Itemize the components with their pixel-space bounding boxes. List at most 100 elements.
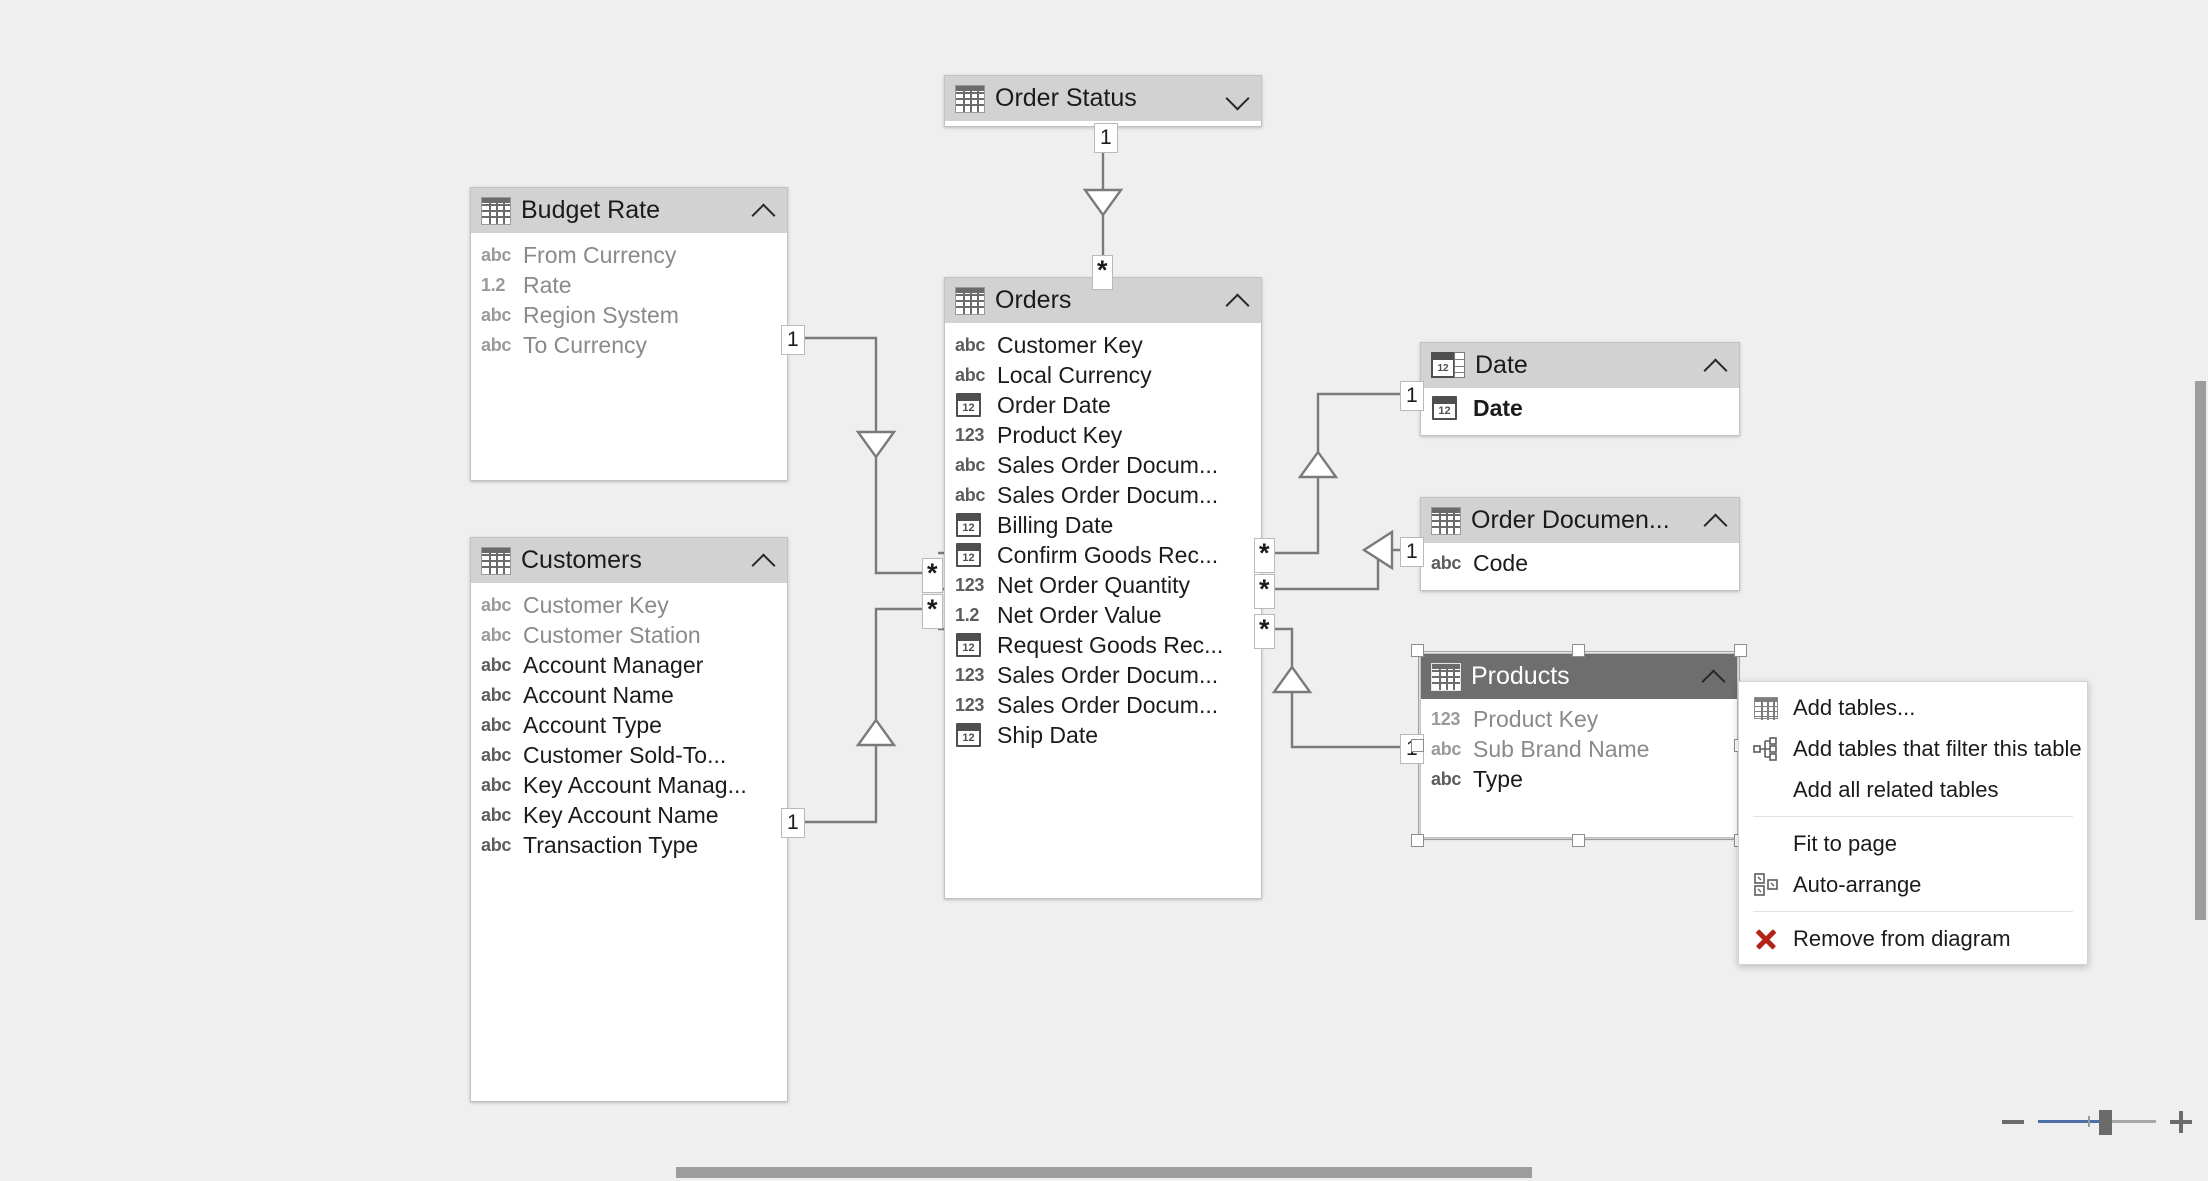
no-icon bbox=[1753, 777, 1779, 803]
field-row[interactable]: 1.2 Rate bbox=[471, 270, 787, 300]
field-row[interactable]: abc Local Currency bbox=[945, 360, 1261, 390]
zoom-slider[interactable] bbox=[2038, 1107, 2156, 1137]
menu-item-fit-to-page[interactable]: Fit to page bbox=[1739, 823, 2087, 864]
table-title: Date bbox=[1475, 351, 1528, 379]
field-label: Code bbox=[1473, 549, 1528, 576]
cardinality-badge-orderdoc-one: 1 bbox=[1400, 537, 1424, 567]
chevron-up-icon[interactable] bbox=[751, 198, 777, 224]
field-row[interactable]: abc Sales Order Docum... bbox=[945, 450, 1261, 480]
chevron-up-icon[interactable] bbox=[751, 548, 777, 574]
zoom-control[interactable] bbox=[1998, 1107, 2196, 1137]
field-label: Type bbox=[1473, 765, 1523, 792]
field-row[interactable]: abc Key Account Name bbox=[471, 800, 787, 830]
table-header-order-document[interactable]: Order Documen... bbox=[1421, 498, 1739, 544]
field-label: Customer Station bbox=[523, 621, 701, 648]
table-icon bbox=[1431, 506, 1461, 535]
type-icon-abc: abc bbox=[955, 485, 986, 505]
chevron-up-icon[interactable] bbox=[1225, 288, 1251, 314]
type-icon-whole-number: 123 bbox=[955, 665, 985, 685]
cardinality-badge-date-one: 1 bbox=[1400, 381, 1424, 411]
field-row[interactable]: abc Key Account Manag... bbox=[471, 770, 787, 800]
field-row[interactable]: abc Sales Order Docum... bbox=[945, 480, 1261, 510]
zoom-slider-thumb[interactable] bbox=[2099, 1110, 2112, 1135]
filter-tree-icon bbox=[1753, 736, 1779, 762]
context-menu[interactable]: Add tables... Add tables that filter thi… bbox=[1738, 681, 2088, 965]
type-icon-abc: abc bbox=[481, 335, 512, 355]
field-label: Account Name bbox=[523, 681, 674, 708]
type-icon-date bbox=[1431, 395, 1465, 421]
chevron-up-icon[interactable] bbox=[1703, 353, 1729, 379]
field-row[interactable]: abc From Currency bbox=[471, 240, 787, 270]
type-icon-abc: abc bbox=[481, 305, 512, 325]
table-fields-orders: abc Customer Key abc Local Currency Orde… bbox=[945, 324, 1261, 750]
field-row[interactable]: Request Goods Rec... bbox=[945, 630, 1261, 660]
cardinality-badge-orderstatus-one: 1 bbox=[1094, 123, 1118, 153]
field-row[interactable]: abc Account Manager bbox=[471, 650, 787, 680]
menu-item-remove-from-diagram[interactable]: Remove from diagram bbox=[1739, 918, 2087, 959]
field-label: Product Key bbox=[1473, 705, 1599, 732]
field-row[interactable]: abc Code bbox=[1421, 548, 1739, 578]
table-card-customers[interactable]: Customers abc Customer Key abc Customer … bbox=[470, 537, 788, 1102]
menu-item-add-tables-that-filter[interactable]: Add tables that filter this table bbox=[1739, 728, 2087, 769]
zoom-out-button[interactable] bbox=[1998, 1107, 2028, 1137]
field-label: Net Order Quantity bbox=[997, 571, 1191, 598]
field-row[interactable]: 123 Sales Order Docum... bbox=[945, 690, 1261, 720]
table-card-order-status[interactable]: Order Status bbox=[944, 75, 1262, 127]
field-row[interactable]: Order Date bbox=[945, 390, 1261, 420]
type-icon-abc: abc bbox=[1431, 553, 1462, 573]
horizontal-scrollbar[interactable] bbox=[676, 1167, 1532, 1178]
field-row[interactable]: abc Customer Sold-To... bbox=[471, 740, 787, 770]
table-header-products[interactable]: Products bbox=[1421, 654, 1737, 700]
field-row[interactable]: Ship Date bbox=[945, 720, 1261, 750]
field-row[interactable]: Billing Date bbox=[945, 510, 1261, 540]
field-label: Sales Order Docum... bbox=[997, 451, 1219, 478]
table-card-order-document[interactable]: Order Documen... abc Code bbox=[1420, 497, 1740, 591]
field-row[interactable]: abc Type bbox=[1421, 764, 1737, 794]
table-header-date[interactable]: Date bbox=[1421, 343, 1739, 389]
field-row[interactable]: abc Customer Key bbox=[471, 590, 787, 620]
table-card-date[interactable]: Date Date bbox=[1420, 342, 1740, 436]
field-row[interactable]: 1.2 Net Order Value bbox=[945, 600, 1261, 630]
chevron-up-icon[interactable] bbox=[1703, 508, 1729, 534]
field-row[interactable]: 123 Product Key bbox=[945, 420, 1261, 450]
chevron-up-icon[interactable] bbox=[1701, 664, 1727, 690]
cardinality-badge-orders-many-prod: * bbox=[1254, 614, 1275, 649]
field-row[interactable]: abc Account Name bbox=[471, 680, 787, 710]
field-row[interactable]: abc Transaction Type bbox=[471, 830, 787, 860]
field-label: Account Manager bbox=[523, 651, 704, 678]
table-card-products[interactable]: Products 123 Product Key abc Sub Brand N… bbox=[1420, 653, 1738, 838]
field-row[interactable]: abc Region System bbox=[471, 300, 787, 330]
menu-item-auto-arrange[interactable]: Auto-arrange bbox=[1739, 864, 2087, 905]
auto-arrange-icon bbox=[1753, 872, 1779, 898]
type-icon-decimal: 1.2 bbox=[955, 605, 980, 625]
table-header-order-status[interactable]: Order Status bbox=[945, 76, 1261, 122]
vertical-scrollbar[interactable] bbox=[2195, 381, 2206, 920]
table-card-budget-rate[interactable]: Budget Rate abc From Currency 1.2 Rate a… bbox=[470, 187, 788, 481]
field-row[interactable]: 123 Product Key bbox=[1421, 704, 1737, 734]
table-card-orders[interactable]: Orders abc Customer Key abc Local Curren… bbox=[944, 277, 1262, 899]
chevron-down-icon[interactable] bbox=[1225, 86, 1251, 112]
menu-item-label: Add tables that filter this table bbox=[1793, 735, 2082, 761]
table-header-orders[interactable]: Orders bbox=[945, 278, 1261, 324]
field-label: Account Type bbox=[523, 711, 662, 738]
zoom-in-button[interactable] bbox=[2166, 1107, 2196, 1137]
field-row[interactable]: 123 Net Order Quantity bbox=[945, 570, 1261, 600]
menu-item-add-tables[interactable]: Add tables... bbox=[1739, 687, 2087, 728]
type-icon-abc: abc bbox=[481, 655, 512, 675]
menu-item-add-all-related-tables[interactable]: Add all related tables bbox=[1739, 769, 2087, 810]
field-row[interactable]: abc Sub Brand Name bbox=[1421, 734, 1737, 764]
type-icon-abc: abc bbox=[1431, 769, 1462, 789]
type-icon-abc: abc bbox=[481, 835, 512, 855]
type-icon-abc: abc bbox=[955, 365, 986, 385]
field-row[interactable]: abc Customer Station bbox=[471, 620, 787, 650]
table-header-budget-rate[interactable]: Budget Rate bbox=[471, 188, 787, 234]
field-row[interactable]: 123 Sales Order Docum... bbox=[945, 660, 1261, 690]
field-row[interactable]: Confirm Goods Rec... bbox=[945, 540, 1261, 570]
field-row[interactable]: abc Customer Key bbox=[945, 330, 1261, 360]
field-row[interactable]: abc To Currency bbox=[471, 330, 787, 360]
field-row[interactable]: Date bbox=[1421, 393, 1739, 423]
table-header-customers[interactable]: Customers bbox=[471, 538, 787, 584]
field-row[interactable]: abc Account Type bbox=[471, 710, 787, 740]
menu-item-label: Add all related tables bbox=[1793, 776, 1999, 802]
